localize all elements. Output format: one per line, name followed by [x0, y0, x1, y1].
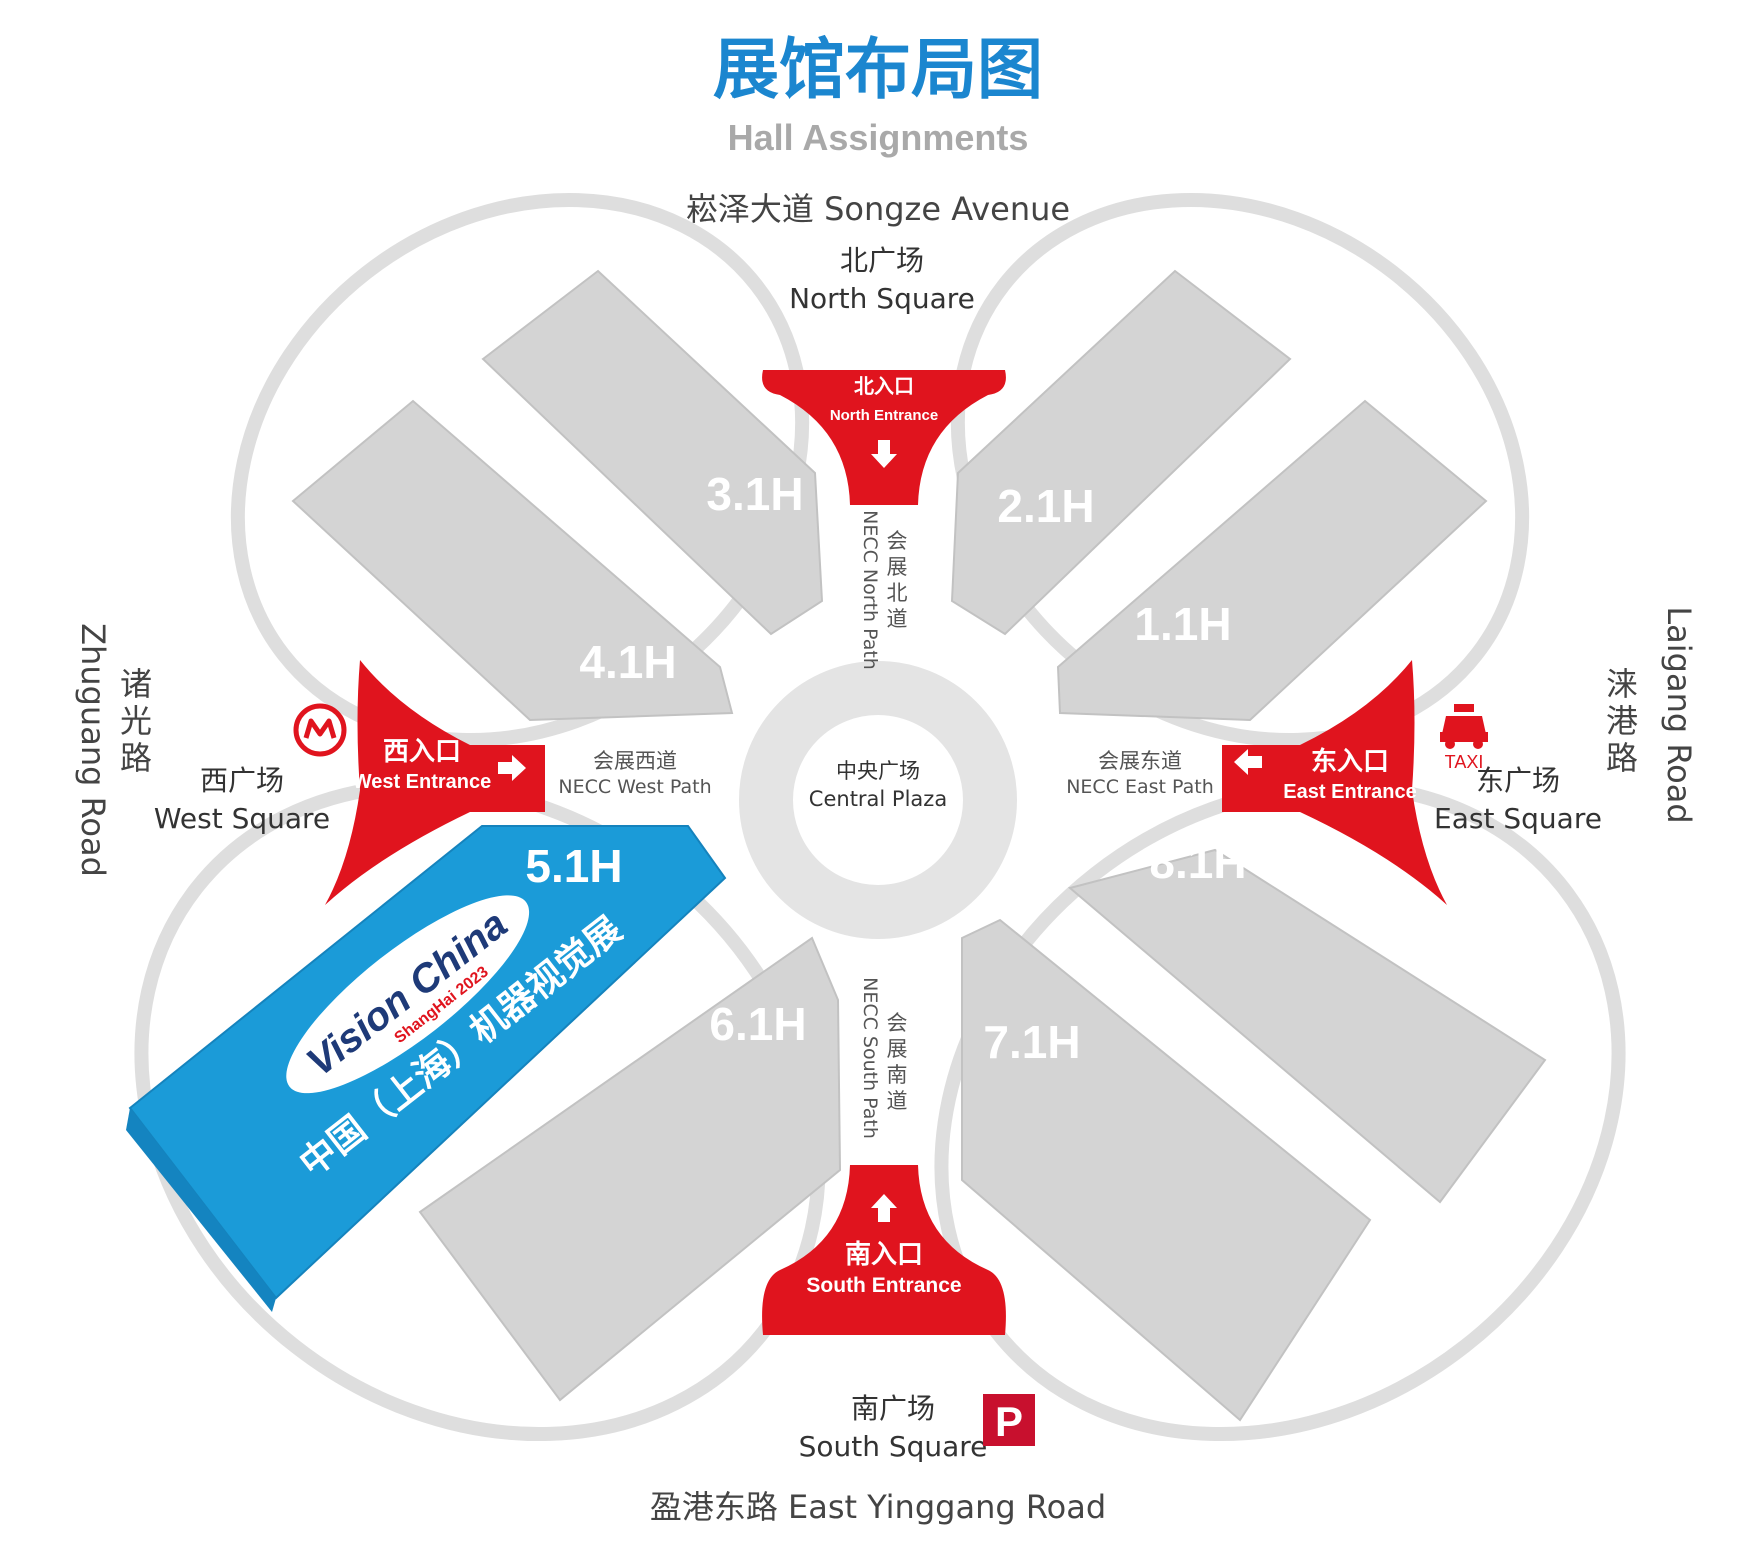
hall-4-1-label: 4.1H: [579, 636, 676, 688]
svg-text:中央广场: 中央广场: [836, 759, 920, 783]
svg-text:Central Plaza: Central Plaza: [809, 787, 947, 811]
hall-7-1-label: 7.1H: [983, 1016, 1080, 1068]
hall-1-1-block[interactable]: [1056, 399, 1488, 722]
svg-text:光: 光: [120, 702, 152, 740]
svg-text:北: 北: [887, 581, 908, 605]
north-path-label: 会 展 北 道 NECC North Path: [859, 510, 908, 670]
svg-text:会展西道: 会展西道: [593, 749, 677, 773]
svg-text:西入口: 西入口: [383, 737, 461, 767]
west-entrance[interactable]: 西入口 West Entrance: [325, 660, 545, 905]
hall-6-1-block[interactable]: [418, 936, 842, 1402]
north-square-label: 北广场 North Square: [789, 244, 975, 315]
hall-4-1-block[interactable]: [291, 399, 734, 722]
hall-8-1-label: 8.1H: [1149, 836, 1246, 888]
west-square-label: 西广场 West Square: [154, 764, 330, 835]
svg-text:北入口: 北入口: [854, 374, 914, 398]
svg-text:展: 展: [887, 555, 908, 579]
map-title: 展馆布局图: [713, 31, 1043, 108]
hall-2-1-block[interactable]: [950, 269, 1292, 636]
svg-text:会展东道: 会展东道: [1098, 749, 1182, 773]
hall-3-1-block[interactable]: [481, 269, 824, 636]
road-south: 盈港东路 East Yinggang Road: [650, 1488, 1106, 1526]
taxi-icon: TAXI: [1440, 704, 1488, 772]
svg-text:路: 路: [1606, 739, 1638, 777]
hall-1-1-label: 1.1H: [1134, 598, 1231, 650]
svg-text:West Square: West Square: [154, 802, 330, 835]
north-entrance[interactable]: 北入口 North Entrance: [762, 370, 1006, 505]
map-subtitle: Hall Assignments: [728, 117, 1029, 158]
central-plaza-label: 中央广场 Central Plaza: [809, 759, 947, 811]
svg-text:NECC South Path: NECC South Path: [859, 977, 881, 1139]
arrow-down-icon: [871, 440, 897, 468]
svg-text:West Entrance: West Entrance: [353, 771, 492, 793]
metro-icon: [293, 703, 347, 757]
svg-text:道: 道: [887, 1089, 908, 1113]
south-square-label: 南广场 South Square: [799, 1392, 988, 1463]
east-square-label: 东广场 East Square: [1434, 764, 1602, 835]
hall-7-1-block[interactable]: [961, 918, 1372, 1422]
south-entrance[interactable]: 南入口 South Entrance: [762, 1165, 1006, 1335]
arrow-left-icon: [1234, 749, 1262, 775]
svg-text:TAXI: TAXI: [1445, 752, 1484, 772]
hall-3-1-label: 3.1H: [706, 468, 803, 520]
arrow-right-icon: [498, 755, 526, 781]
road-east-cn: 涞 港 路: [1606, 665, 1638, 777]
svg-text:道: 道: [887, 607, 908, 631]
svg-text:South Entrance: South Entrance: [806, 1274, 961, 1297]
svg-text:南广场: 南广场: [851, 1392, 935, 1425]
central-plaza-ring: [739, 661, 1017, 939]
svg-text:P: P: [995, 1398, 1023, 1445]
parking-icon: P: [983, 1394, 1035, 1446]
svg-text:North Entrance: North Entrance: [830, 407, 938, 424]
east-entrance[interactable]: 东入口 East Entrance: [1222, 660, 1447, 905]
svg-text:展: 展: [887, 1037, 908, 1061]
hall-5-1-label: 5.1H: [525, 840, 622, 892]
svg-text:诸: 诸: [120, 665, 152, 703]
road-east-en: Laigang Road: [1660, 606, 1698, 823]
svg-text:西广场: 西广场: [200, 764, 284, 797]
svg-text:NECC North Path: NECC North Path: [859, 510, 881, 670]
arrow-up-icon: [871, 1194, 897, 1222]
svg-text:路: 路: [120, 739, 152, 777]
svg-text:NECC West Path: NECC West Path: [558, 776, 711, 798]
svg-text:东广场: 东广场: [1476, 764, 1560, 797]
svg-text:南入口: 南入口: [845, 1240, 923, 1270]
svg-text:北广场: 北广场: [840, 244, 924, 277]
west-path-label: 会展西道 NECC West Path: [558, 749, 711, 798]
svg-text:East Square: East Square: [1434, 802, 1602, 835]
road-west-en: Zhuguang Road: [74, 623, 112, 877]
svg-text:会: 会: [887, 1011, 908, 1035]
hall-6-1-label: 6.1H: [709, 998, 806, 1050]
south-path-label: 会 展 南 道 NECC South Path: [859, 977, 908, 1139]
svg-text:会: 会: [887, 529, 908, 553]
svg-text:涞: 涞: [1606, 665, 1638, 703]
hall-5-1-side: [126, 1108, 276, 1312]
svg-text:东入口: 东入口: [1311, 746, 1389, 777]
svg-text:NECC East Path: NECC East Path: [1066, 776, 1214, 798]
hall-2-1-label: 2.1H: [997, 480, 1094, 532]
road-west-cn: 诸 光 路: [120, 665, 152, 777]
svg-text:East Entrance: East Entrance: [1283, 781, 1416, 803]
road-north: 崧泽大道 Songze Avenue: [686, 190, 1070, 228]
svg-text:港: 港: [1606, 702, 1638, 740]
svg-text:南: 南: [887, 1063, 908, 1087]
east-path-label: 会展东道 NECC East Path: [1066, 749, 1214, 798]
svg-text:South Square: South Square: [799, 1430, 988, 1463]
svg-text:North Square: North Square: [789, 282, 975, 315]
hall-8-1-block[interactable]: [1067, 848, 1547, 1204]
